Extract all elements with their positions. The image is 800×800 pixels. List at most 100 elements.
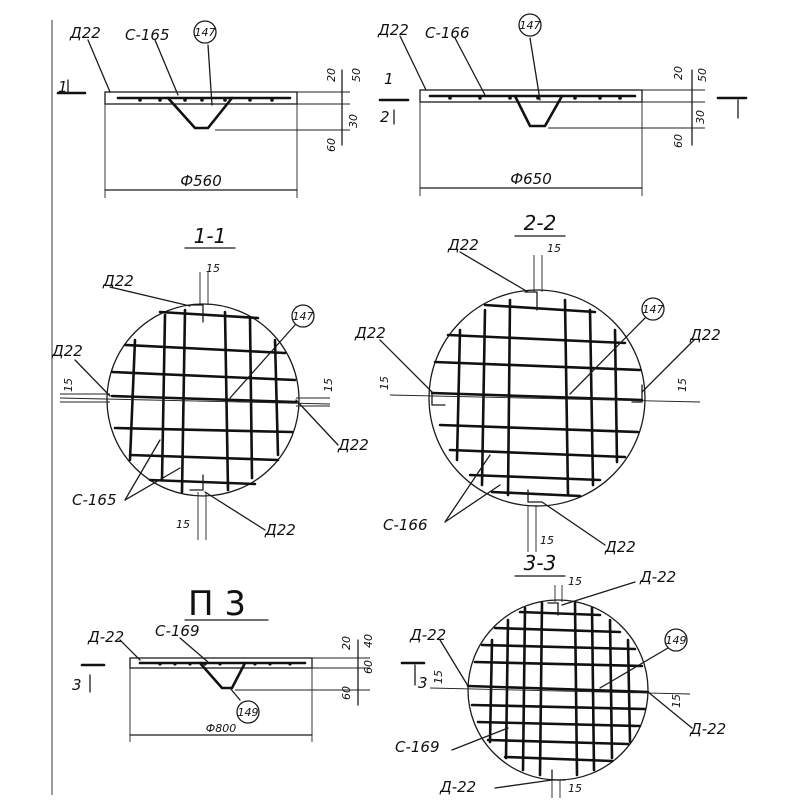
dim-30: 30 — [694, 110, 707, 124]
marker-147-text: 147 — [195, 26, 216, 39]
label-d22-right: Д-22 — [689, 720, 726, 738]
slab-outline — [104, 91, 298, 105]
section-mark-2: 2 — [380, 108, 390, 126]
leader-147 — [207, 44, 213, 106]
circle-slab — [106, 303, 300, 497]
marker-147 — [291, 304, 315, 328]
circle-slab — [428, 289, 646, 507]
dim-dia650: Ф650 — [510, 170, 552, 188]
leader-d22-left — [439, 639, 469, 687]
elevation-c166: 147 Д22 С-166 Ф650 20 50 30 60 — [377, 13, 748, 196]
leader-d22-top — [561, 581, 636, 606]
grid-horizontal — [433, 303, 642, 498]
section-2-2: 2-2 15 15 15 — [354, 211, 721, 556]
leader-d22-left — [379, 339, 433, 393]
section-mark-1: 1 — [58, 78, 68, 96]
label-d22: Д22 — [377, 21, 409, 39]
leader-147 — [569, 317, 646, 395]
rebar-dots — [138, 98, 274, 102]
dim-20: 20 — [672, 66, 685, 80]
dim-30: 30 — [347, 114, 360, 128]
dim-15: 15 — [176, 518, 190, 531]
label-d22-left: Д22 — [51, 342, 83, 360]
leader-d22-bottom — [541, 501, 606, 546]
dim-20: 20 — [325, 68, 338, 82]
label-d22-left: Д22 — [354, 324, 386, 342]
label-c166: С-166 — [383, 516, 428, 534]
marker-147 — [641, 297, 665, 321]
dim-50: 50 — [696, 68, 709, 82]
dim-15: 15 — [676, 378, 689, 392]
leader-d22-top — [109, 286, 191, 307]
leader-c165 — [124, 439, 161, 501]
rebar-bend — [166, 96, 234, 130]
bracket-bottom — [527, 489, 543, 503]
label-d22-right: Д22 — [689, 326, 721, 344]
grid-vertical — [488, 601, 632, 777]
center-axis — [389, 394, 701, 403]
dim-60: 60 — [340, 686, 353, 700]
leader-c166 — [444, 454, 491, 523]
leader-c166 — [444, 484, 501, 523]
bracket-right — [631, 384, 643, 403]
section-mark: 1 — [384, 70, 394, 88]
dim-15: 15 — [378, 376, 391, 390]
marker-147-text: 147 — [293, 310, 314, 323]
leader-149 — [599, 647, 669, 689]
leader-d22-right — [647, 691, 693, 729]
section-title-3-3: 3-3 — [524, 551, 557, 575]
marker-147 — [518, 13, 542, 37]
rebar-bend — [198, 661, 247, 690]
marker-149 — [664, 628, 688, 652]
center-bar — [110, 394, 298, 404]
dim-15: 15 — [568, 782, 582, 795]
dim-15: 15 — [62, 378, 75, 392]
dim-15: 15 — [540, 534, 554, 547]
slab-outline — [129, 657, 313, 669]
leader-d22-right — [295, 399, 339, 446]
slab-outline — [419, 89, 643, 103]
label-d22-dash: Д-22 — [87, 628, 124, 646]
label-c169: С-169 — [155, 622, 200, 640]
grid-horizontal — [110, 310, 297, 486]
bracket-top — [547, 602, 559, 616]
label-d22-bottom: Д22 — [604, 538, 636, 556]
leader-d22 — [399, 35, 427, 91]
section-title-2-2: 2-2 — [524, 211, 557, 235]
rebar-dots — [448, 96, 622, 100]
rebar-bend — [513, 94, 564, 128]
label-c169: С-169 — [395, 738, 440, 756]
leader-149 — [229, 687, 241, 701]
leader-d22-bottom — [204, 491, 266, 531]
dim-15: 15 — [547, 242, 561, 255]
dim-dia800: Ф800 — [206, 722, 236, 735]
leader-d22-top — [459, 251, 529, 293]
bracket-left — [431, 391, 446, 406]
dim-60: 60 — [325, 138, 338, 152]
marker-149-text: 149 — [238, 706, 259, 719]
section-mark-3: 3 — [72, 676, 82, 694]
leader-d22-left — [74, 359, 111, 397]
section-mark-3b: 3 — [418, 674, 428, 692]
leader-c165 — [154, 39, 179, 96]
label-d22-right: Д22 — [337, 436, 369, 454]
center-bar — [466, 684, 650, 694]
bracket-top — [524, 291, 538, 311]
elevation-c169: П 3 Д-22 С-169 149 3 Ф800 20 40 60 60 — [72, 584, 428, 742]
marker-147-text: 147 — [520, 19, 541, 32]
leader-c166 — [454, 37, 486, 96]
center-axis — [429, 687, 691, 695]
dim-60: 60 — [362, 660, 375, 674]
bracket-bottom — [551, 769, 566, 781]
label-c166: С-166 — [425, 24, 470, 42]
leader-147 — [529, 37, 541, 101]
marker-147-text: 147 — [643, 303, 664, 316]
label-c165: С-165 — [72, 491, 117, 509]
section-3-3: 3-3 15 15 — [395, 551, 726, 798]
section-1-1: 1-1 15 15 15 — [51, 224, 369, 540]
dim-60: 60 — [672, 134, 685, 148]
elevation-c165: 147 Д22 С-165 1 Ф560 20 50 30 60 1 2 — [56, 20, 410, 198]
center-axis — [59, 397, 331, 405]
label-d22-bottom: Д22 — [264, 521, 296, 539]
